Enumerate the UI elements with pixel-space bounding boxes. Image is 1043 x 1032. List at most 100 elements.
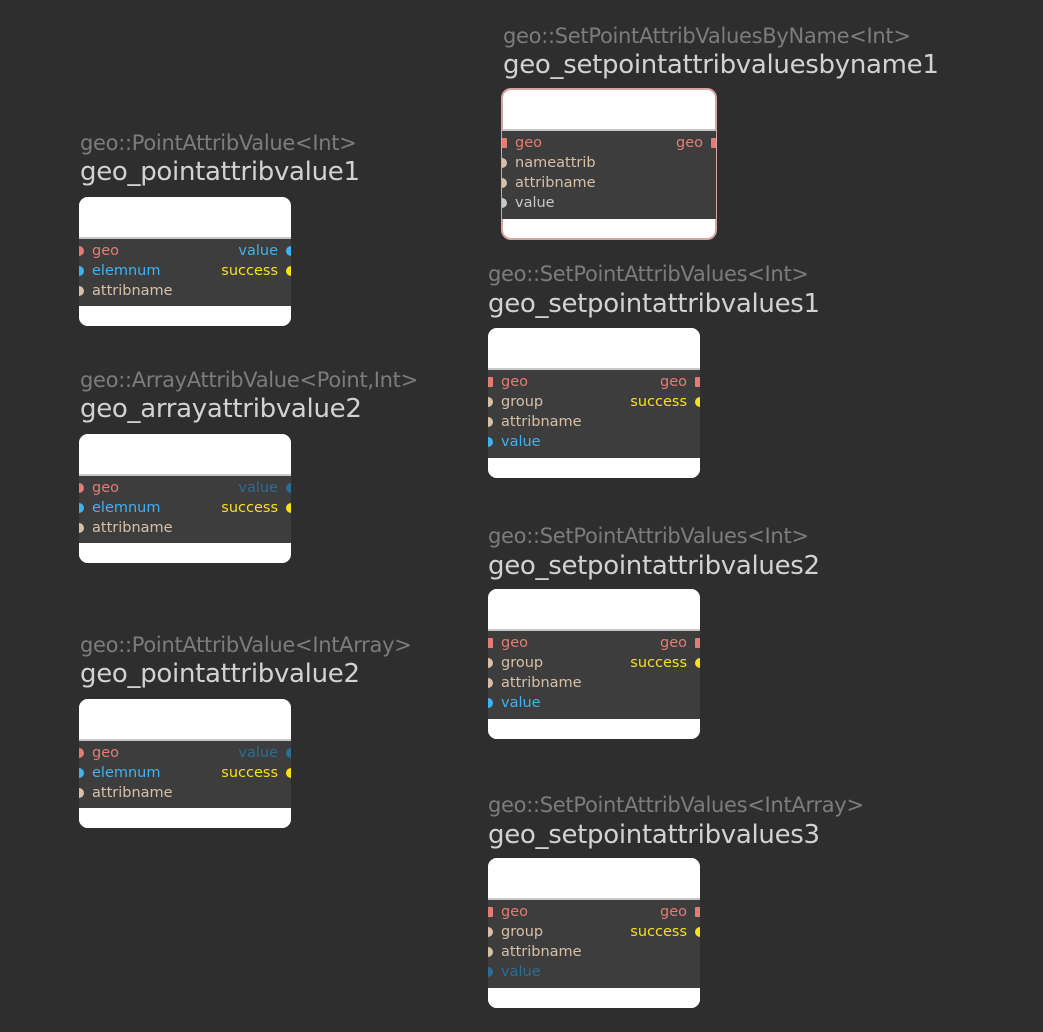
- port-dot-icon[interactable]: [286, 483, 291, 493]
- port-dot-icon[interactable]: [286, 246, 291, 256]
- input-port-geo[interactable]: geo: [488, 372, 528, 392]
- port-dot-icon[interactable]: [502, 158, 507, 168]
- output-port-success[interactable]: success: [630, 922, 700, 942]
- node-header[interactable]: [488, 589, 700, 631]
- port-dot-icon[interactable]: [286, 748, 291, 758]
- node-box[interactable]: geo elemnum attribname value success: [79, 197, 291, 326]
- input-port-nameattrib[interactable]: nameattrib: [502, 153, 596, 173]
- input-port-geo[interactable]: geo: [79, 241, 119, 261]
- input-port-attribname[interactable]: attribname: [502, 173, 596, 193]
- port-dot-icon[interactable]: [286, 266, 291, 276]
- port-dot-icon[interactable]: [488, 397, 493, 407]
- node-footer[interactable]: [79, 543, 291, 563]
- node-header[interactable]: [488, 858, 700, 900]
- port-dot-icon[interactable]: [488, 658, 493, 668]
- port-dot-icon[interactable]: [488, 678, 493, 688]
- port-dot-icon[interactable]: [286, 768, 291, 778]
- port-square-icon[interactable]: [711, 138, 716, 148]
- input-port-attribname[interactable]: attribname: [79, 281, 173, 301]
- input-port-value[interactable]: value: [488, 432, 541, 452]
- port-square-icon[interactable]: [488, 638, 493, 648]
- port-dot-icon[interactable]: [488, 698, 493, 708]
- output-port-success[interactable]: success: [630, 392, 700, 412]
- port-dot-icon[interactable]: [79, 788, 84, 798]
- port-dot-icon[interactable]: [488, 437, 493, 447]
- input-port-attribname[interactable]: attribname: [79, 783, 173, 803]
- output-port-geo[interactable]: geo: [660, 633, 700, 653]
- port-dot-icon[interactable]: [488, 927, 493, 937]
- output-port-geo[interactable]: geo: [660, 372, 700, 392]
- port-square-icon[interactable]: [488, 377, 493, 387]
- node-header[interactable]: [79, 197, 291, 239]
- port-dot-icon[interactable]: [488, 967, 493, 977]
- port-dot-icon[interactable]: [79, 523, 84, 533]
- output-port-geo[interactable]: geo: [660, 902, 700, 922]
- node-footer[interactable]: [502, 219, 716, 239]
- input-port-attribname[interactable]: attribname: [488, 942, 582, 962]
- node-box[interactable]: geo group attribname value geo success: [488, 589, 700, 739]
- node-name-label[interactable]: geo_pointattribvalue2: [80, 659, 360, 689]
- node-footer[interactable]: [79, 808, 291, 828]
- input-port-value[interactable]: value: [502, 193, 555, 213]
- input-port-elemnum[interactable]: elemnum: [79, 763, 161, 783]
- port-dot-icon[interactable]: [488, 417, 493, 427]
- input-port-value[interactable]: value: [488, 693, 541, 713]
- output-port-value[interactable]: value: [238, 241, 291, 261]
- output-port-success[interactable]: success: [221, 261, 291, 281]
- node-name-label[interactable]: geo_pointattribvalue1: [80, 157, 360, 187]
- output-port-success[interactable]: success: [221, 498, 291, 518]
- input-port-geo[interactable]: geo: [488, 633, 528, 653]
- port-dot-icon[interactable]: [502, 198, 507, 208]
- port-dot-icon[interactable]: [79, 483, 84, 493]
- port-square-icon[interactable]: [695, 907, 700, 917]
- output-port-success[interactable]: success: [221, 763, 291, 783]
- port-square-icon[interactable]: [695, 377, 700, 387]
- port-dot-icon[interactable]: [695, 927, 700, 937]
- port-square-icon[interactable]: [695, 638, 700, 648]
- port-dot-icon[interactable]: [79, 286, 84, 296]
- input-port-group[interactable]: group: [488, 392, 543, 412]
- node-name-label[interactable]: geo_setpointattribvalues1: [488, 289, 820, 319]
- input-port-elemnum[interactable]: elemnum: [79, 498, 161, 518]
- input-port-geo[interactable]: geo: [502, 133, 542, 153]
- node-box[interactable]: geo elemnum attribname value success: [79, 699, 291, 828]
- node-box[interactable]: geo elemnum attribname value success: [79, 434, 291, 563]
- node-box[interactable]: geo group attribname value geo success: [488, 328, 700, 478]
- port-dot-icon[interactable]: [79, 266, 84, 276]
- output-port-success[interactable]: success: [630, 653, 700, 673]
- node-header[interactable]: [79, 434, 291, 476]
- node-name-label[interactable]: geo_arrayattribvalue2: [80, 394, 362, 424]
- input-port-attribname[interactable]: attribname: [488, 673, 582, 693]
- node-name-label[interactable]: geo_setpointattribvalues3: [488, 820, 820, 850]
- port-dot-icon[interactable]: [79, 503, 84, 513]
- input-port-geo[interactable]: geo: [79, 743, 119, 763]
- output-port-geo[interactable]: geo: [676, 133, 716, 153]
- port-dot-icon[interactable]: [488, 947, 493, 957]
- port-dot-icon[interactable]: [502, 178, 507, 188]
- input-port-elemnum[interactable]: elemnum: [79, 261, 161, 281]
- port-dot-icon[interactable]: [286, 503, 291, 513]
- node-footer[interactable]: [488, 719, 700, 739]
- input-port-group[interactable]: group: [488, 922, 543, 942]
- output-port-value[interactable]: value: [238, 478, 291, 498]
- node-footer[interactable]: [488, 988, 700, 1008]
- port-dot-icon[interactable]: [79, 768, 84, 778]
- node-name-label[interactable]: geo_setpointattribvaluesbyname1: [503, 50, 939, 80]
- node-header[interactable]: [488, 328, 700, 370]
- input-port-geo[interactable]: geo: [79, 478, 119, 498]
- port-square-icon[interactable]: [502, 138, 507, 148]
- input-port-attribname[interactable]: attribname: [488, 412, 582, 432]
- node-name-label[interactable]: geo_setpointattribvalues2: [488, 551, 820, 581]
- port-dot-icon[interactable]: [79, 748, 84, 758]
- port-square-icon[interactable]: [488, 907, 493, 917]
- node-box[interactable]: geo group attribname value geo success: [488, 858, 700, 1008]
- node-footer[interactable]: [488, 458, 700, 478]
- input-port-attribname[interactable]: attribname: [79, 518, 173, 538]
- node-header[interactable]: [79, 699, 291, 741]
- node-header[interactable]: [502, 89, 716, 131]
- output-port-value[interactable]: value: [238, 743, 291, 763]
- node-footer[interactable]: [79, 306, 291, 326]
- input-port-geo[interactable]: geo: [488, 902, 528, 922]
- port-dot-icon[interactable]: [695, 397, 700, 407]
- port-dot-icon[interactable]: [79, 246, 84, 256]
